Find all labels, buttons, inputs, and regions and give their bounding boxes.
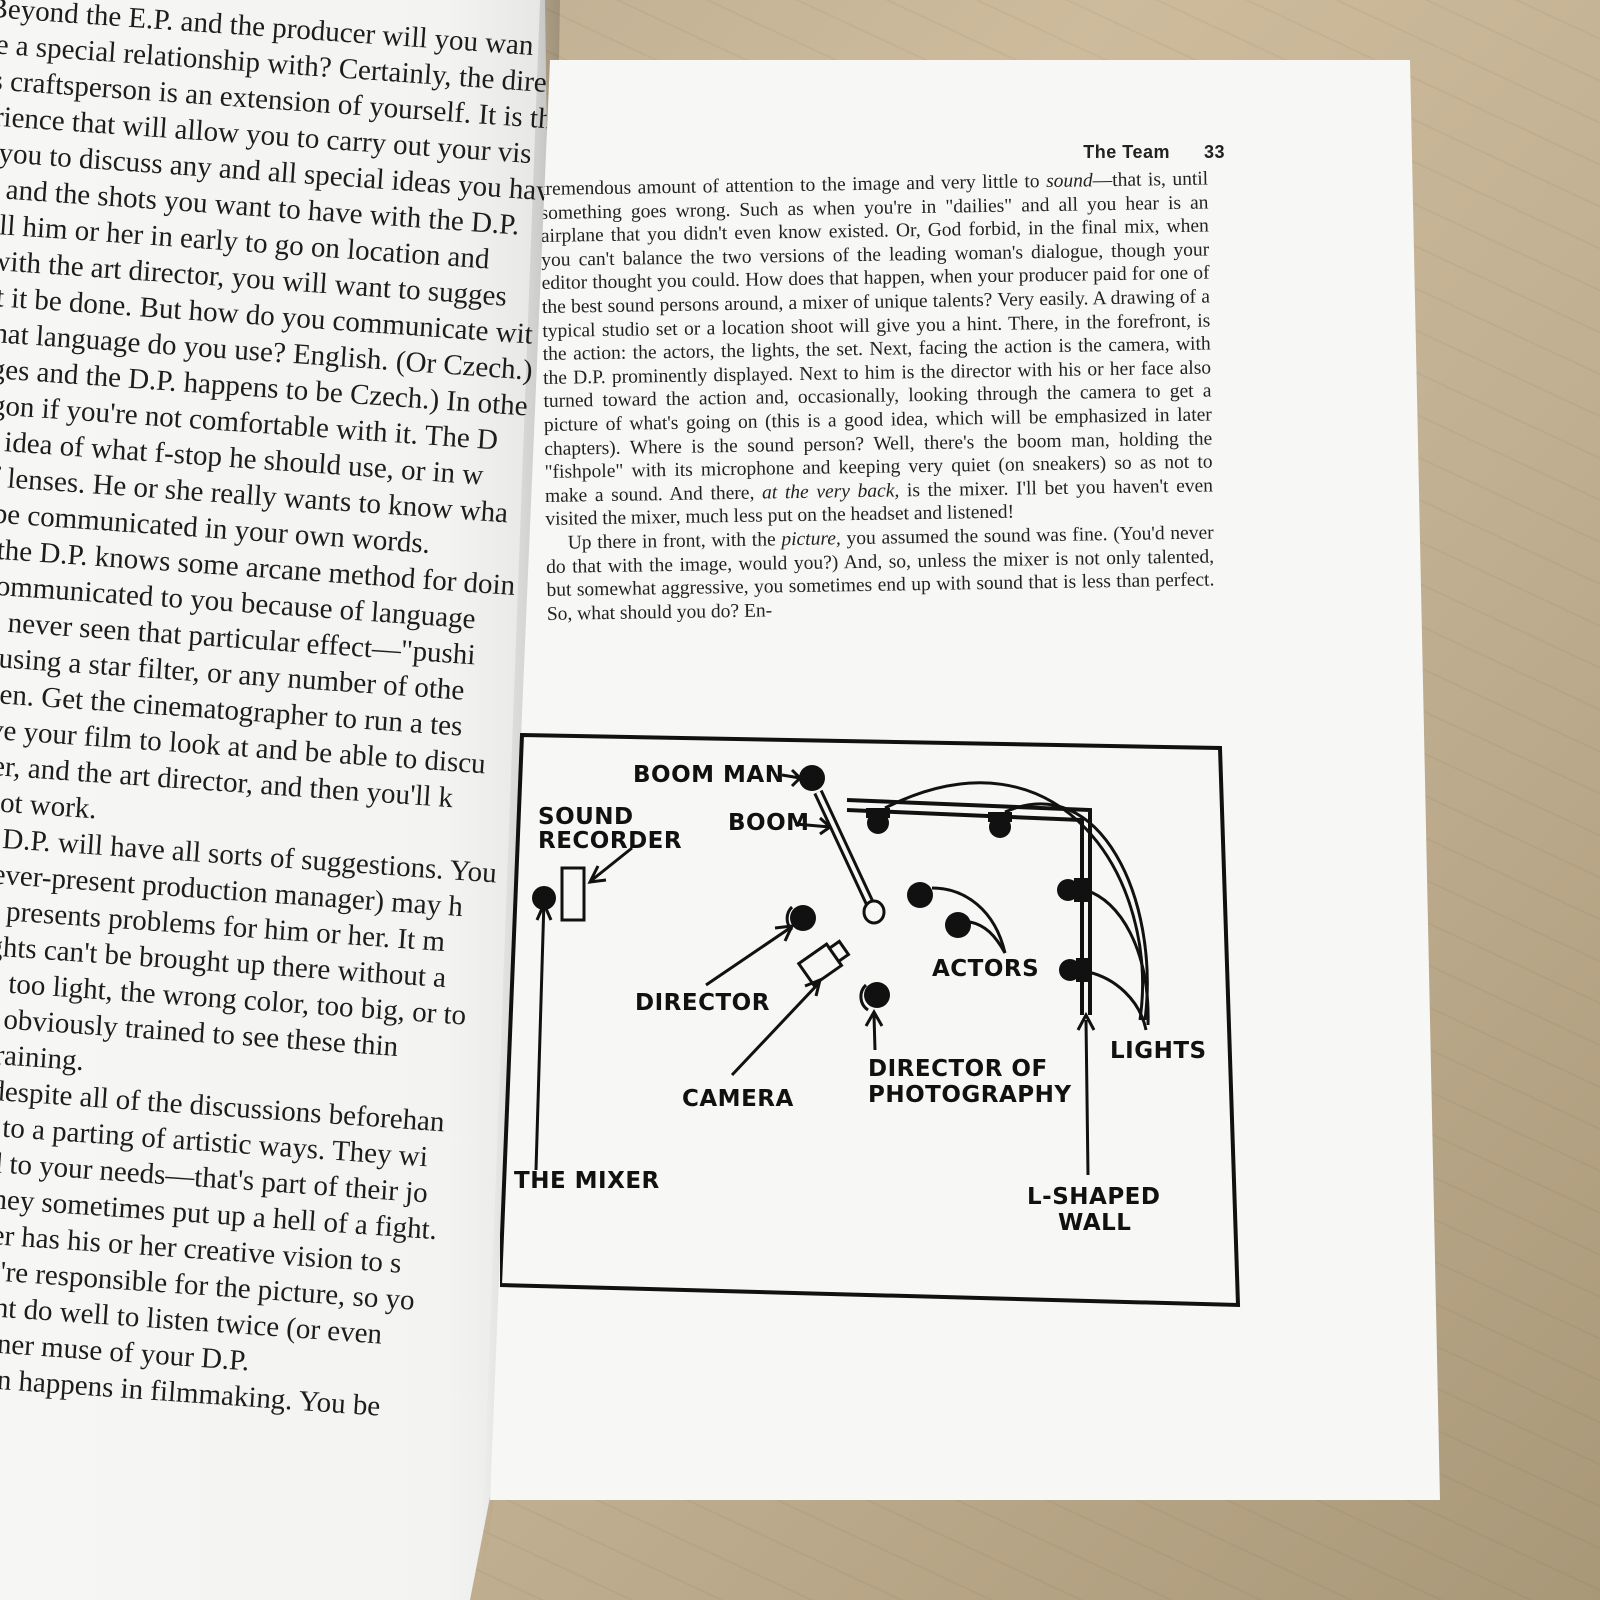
director-pointer-arrow	[774, 924, 795, 942]
director-figure	[790, 905, 816, 931]
sound-recorder-arrow	[587, 846, 633, 884]
running-head-title: The Team	[1083, 142, 1170, 162]
actors-pointer	[969, 920, 1007, 954]
lights-pointer	[1004, 802, 1149, 1021]
set-diagram: BOOM MAN BOOM SOUND RECORDER ACTORS DIRE…	[500, 730, 1260, 1320]
label-boom-man: BOOM MAN	[633, 762, 784, 788]
dp-headset	[859, 983, 869, 1012]
label-director: DIRECTOR	[635, 990, 770, 1016]
camera-pointer	[730, 982, 820, 1077]
actors-pointer	[931, 886, 1007, 954]
running-head: The Team 33	[1025, 142, 1225, 163]
label-actors: ACTORS	[932, 956, 1039, 982]
light-fixture	[988, 812, 1012, 838]
light-fixture	[1059, 958, 1090, 982]
label-dp-2: PHOTOGRAPHY	[868, 1082, 1072, 1108]
left-page-text: Beyond the E.P. and the producer will yo…	[0, 0, 552, 1431]
camera-pointer-arrow	[804, 977, 823, 997]
body-text: tremendous amount of attention to the im…	[540, 168, 1215, 627]
sound-recorder-device	[560, 866, 586, 922]
diagram-frame	[500, 732, 1241, 1308]
actor-figure	[907, 882, 933, 908]
wall-pointer-arrow	[1076, 1011, 1096, 1031]
mixer-figure	[532, 886, 556, 910]
dp-figure	[864, 982, 890, 1008]
label-l-shaped-wall-2: WALL	[1058, 1210, 1131, 1236]
lights-pointer	[1087, 970, 1148, 1031]
lights-pointer	[1084, 888, 1150, 1026]
paragraph-2: Up there in front, with the picture, you…	[545, 522, 1215, 625]
boom-pole-inner	[816, 791, 874, 909]
camera-icon	[796, 939, 851, 988]
paragraph-1: tremendous amount of attention to the im…	[540, 168, 1214, 531]
boom-man-figure	[799, 765, 825, 791]
director-pointer	[705, 926, 791, 987]
set-diagram-figure: BOOM MAN BOOM SOUND RECORDER ACTORS DIRE…	[500, 732, 1241, 1308]
boom-man-arrow	[781, 768, 803, 788]
actor-figure	[945, 912, 971, 938]
light-fixture	[1057, 878, 1088, 902]
mixer-pointer-line	[534, 899, 546, 1171]
dp-pointer	[864, 1008, 884, 1051]
label-l-shaped-wall-1: L-SHAPED	[1027, 1184, 1160, 1210]
page-number: 33	[1203, 142, 1225, 162]
wall-pointer-line	[1084, 1019, 1090, 1176]
right-page: The Team 33 tremendous amount of attentio…	[490, 60, 1440, 1500]
l-shaped-wall	[846, 798, 1092, 1015]
left-page: Beyond the E.P. and the producer will yo…	[0, 0, 552, 1600]
label-sound-recorder-2: RECORDER	[538, 828, 682, 854]
boom-microphone	[862, 899, 886, 925]
label-dp-1: DIRECTOR OF	[868, 1056, 1048, 1082]
label-boom: BOOM	[728, 810, 810, 836]
light-fixture	[866, 808, 890, 834]
label-the-mixer: THE MIXER	[514, 1168, 660, 1194]
label-camera: CAMERA	[682, 1086, 794, 1112]
label-lights: LIGHTS	[1110, 1038, 1207, 1064]
label-sound-recorder-1: SOUND	[538, 804, 634, 830]
mixer-pointer-arrow	[535, 900, 553, 921]
boom-arrow	[794, 816, 833, 836]
